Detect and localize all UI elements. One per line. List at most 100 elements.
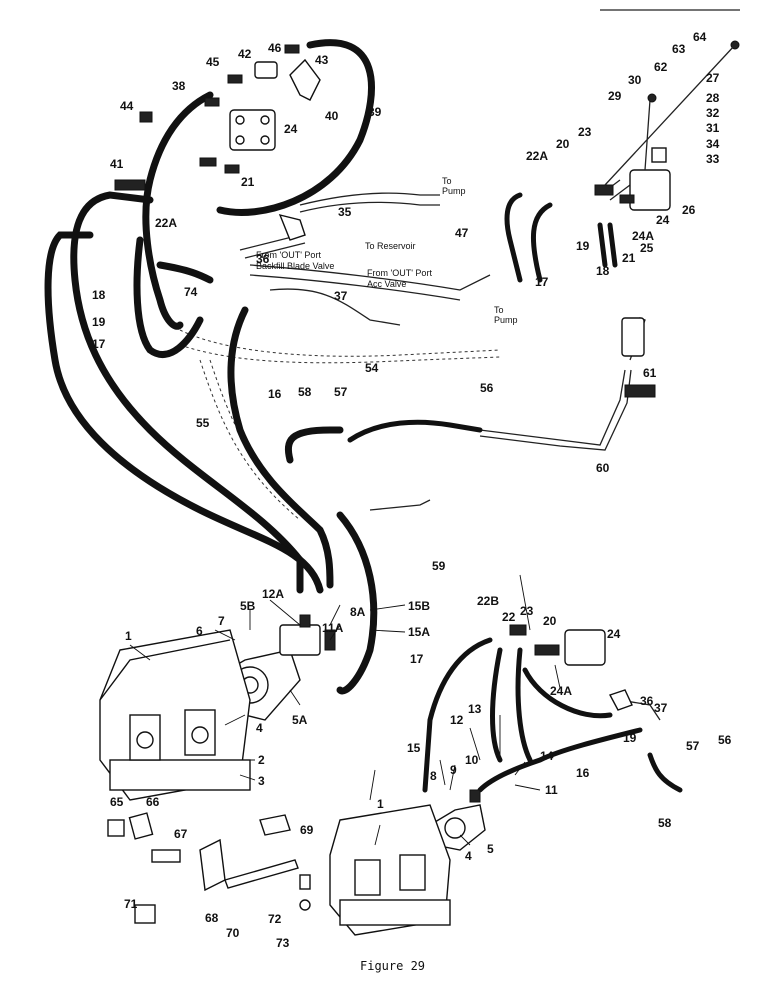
control-valve-upper-right xyxy=(594,40,740,398)
callout-3: 3 xyxy=(258,774,265,788)
note-backfill-blade-valve: Backfill Blade Valve xyxy=(256,261,334,271)
callout-18: 18 xyxy=(92,288,106,302)
callout-47: 47 xyxy=(455,226,469,240)
callout-44: 44 xyxy=(120,99,134,113)
callout-73: 73 xyxy=(276,936,290,950)
callout-5b: 5B xyxy=(240,599,256,613)
callout-14: 14 xyxy=(540,749,554,763)
callout-6: 6 xyxy=(196,624,203,638)
callout-18: 18 xyxy=(596,264,610,278)
callout-43: 43 xyxy=(315,53,329,67)
callout-66: 66 xyxy=(146,795,160,809)
callout-34: 34 xyxy=(706,137,720,151)
callout-72: 72 xyxy=(268,912,282,926)
callout-69: 69 xyxy=(300,823,314,837)
note-to-reservoir: To Reservoir xyxy=(365,241,416,251)
callout-54: 54 xyxy=(365,361,379,375)
callout-24: 24 xyxy=(607,627,621,641)
callout-56: 56 xyxy=(718,733,732,747)
callout-55: 55 xyxy=(196,416,210,430)
callout-37: 37 xyxy=(654,701,668,715)
note-from-out-port: From 'OUT' Port xyxy=(256,250,321,260)
control-valve-upper-left xyxy=(114,44,321,241)
callout-11: 11 xyxy=(545,783,558,797)
callout-11a: 11A xyxy=(322,621,344,635)
note-to-pump: To xyxy=(442,176,452,186)
callout-21: 21 xyxy=(241,175,255,189)
callout-33: 33 xyxy=(706,152,720,166)
callout-45: 45 xyxy=(206,55,220,69)
callout-19: 19 xyxy=(623,731,637,745)
callout-60: 60 xyxy=(596,461,610,475)
callout-24: 24 xyxy=(656,213,670,227)
callout-8: 8 xyxy=(430,769,437,783)
gearbox-left xyxy=(99,629,251,801)
callout-59: 59 xyxy=(432,559,446,573)
callout-22a: 22A xyxy=(526,149,548,163)
callout-21: 21 xyxy=(622,251,636,265)
callout-22a: 22A xyxy=(155,216,177,230)
note-to-pump: Pump xyxy=(494,315,518,325)
callout-42: 42 xyxy=(238,47,252,61)
callout-15: 15 xyxy=(407,741,421,755)
callout-12a: 12A xyxy=(262,587,284,601)
callout-31: 31 xyxy=(706,121,720,135)
loose-hardware xyxy=(107,812,311,924)
callout-22b: 22B xyxy=(477,594,499,608)
callout-22: 22 xyxy=(502,610,516,624)
callout-29: 29 xyxy=(608,89,622,103)
callout-15b: 15B xyxy=(408,599,430,613)
callout-30: 30 xyxy=(628,73,642,87)
callout-19: 19 xyxy=(576,239,590,253)
callout-63: 63 xyxy=(672,42,686,56)
gearbox-right xyxy=(329,804,451,936)
callout-1: 1 xyxy=(377,797,384,811)
callout-5: 5 xyxy=(487,842,494,856)
pump-assembly-right xyxy=(429,789,486,851)
callout-5a: 5A xyxy=(292,713,308,727)
callout-24a: 24A xyxy=(550,684,572,698)
callout-74: 74 xyxy=(184,285,198,299)
callout-27: 27 xyxy=(706,71,720,85)
callout-37: 37 xyxy=(334,289,348,303)
callout-10: 10 xyxy=(465,753,479,767)
callout-8a: 8A xyxy=(350,605,366,619)
hydraulic-hoses xyxy=(44,39,683,793)
callout-17: 17 xyxy=(410,652,424,666)
callout-64: 64 xyxy=(693,30,707,44)
callout-20: 20 xyxy=(543,614,557,628)
callout-35: 35 xyxy=(338,205,352,219)
callout-40: 40 xyxy=(325,109,339,123)
callout-68: 68 xyxy=(205,911,219,925)
callout-24a: 24A xyxy=(632,229,654,243)
callout-16: 16 xyxy=(268,387,282,401)
callout-17: 17 xyxy=(92,337,106,351)
callout-56: 56 xyxy=(480,381,494,395)
callout-17: 17 xyxy=(535,275,549,289)
figure-caption: Figure 29 xyxy=(360,959,425,973)
callout-32: 32 xyxy=(706,106,720,120)
callout-12: 12 xyxy=(450,713,464,727)
callout-46: 46 xyxy=(268,41,282,55)
callout-39: 39 xyxy=(368,105,382,119)
callout-2: 2 xyxy=(258,753,265,767)
callout-16: 16 xyxy=(576,766,590,780)
callout-58: 58 xyxy=(298,385,312,399)
leader-lines xyxy=(129,574,561,846)
callout-1: 1 xyxy=(125,629,132,643)
callout-28: 28 xyxy=(706,91,720,105)
callout-26: 26 xyxy=(682,203,696,217)
callout-9: 9 xyxy=(450,763,457,777)
note-acc-valve: Acc Valve xyxy=(367,279,406,289)
callout-70: 70 xyxy=(226,926,240,940)
callout-62: 62 xyxy=(654,60,668,74)
note-to-pump: To xyxy=(494,305,504,315)
note-to-pump: Pump xyxy=(442,186,466,196)
callout-38: 38 xyxy=(172,79,186,93)
callout-20: 20 xyxy=(556,137,570,151)
callout-4: 4 xyxy=(465,849,472,863)
callout-71: 71 xyxy=(124,897,138,911)
callout-23: 23 xyxy=(520,604,534,618)
